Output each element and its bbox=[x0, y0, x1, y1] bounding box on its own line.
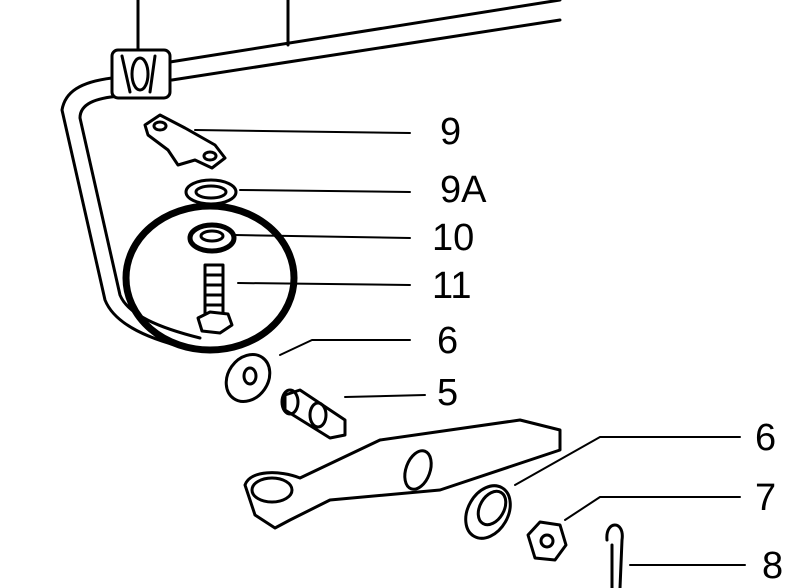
stabilizer-bar bbox=[60, 0, 562, 352]
control-arm bbox=[243, 418, 562, 530]
callout-9: 9 bbox=[440, 111, 462, 153]
part-11-bolt bbox=[196, 263, 234, 335]
leader-lines bbox=[194, 129, 746, 566]
callout-8: 8 bbox=[762, 545, 784, 587]
callout-6-lower: 6 bbox=[755, 417, 777, 459]
part-10-lock-washer bbox=[187, 222, 237, 254]
callout-5: 5 bbox=[437, 372, 459, 414]
highlight-circle bbox=[122, 202, 298, 354]
bar-bushing bbox=[110, 48, 172, 100]
part-6-washer-lower bbox=[464, 484, 512, 540]
part-6-washer-upper bbox=[224, 353, 272, 403]
part-9-clamp bbox=[143, 113, 227, 170]
callout-11: 11 bbox=[432, 265, 472, 307]
part-8-cotter-pin bbox=[605, 523, 624, 588]
callout-7: 7 bbox=[755, 477, 777, 519]
callout-10: 10 bbox=[432, 217, 475, 259]
callout-9a: 9A bbox=[440, 169, 487, 211]
part-7-castle-nut bbox=[526, 520, 568, 562]
callout-6-upper: 6 bbox=[437, 320, 459, 362]
part-5-stud bbox=[280, 388, 347, 440]
part-9a-washer bbox=[184, 178, 238, 206]
